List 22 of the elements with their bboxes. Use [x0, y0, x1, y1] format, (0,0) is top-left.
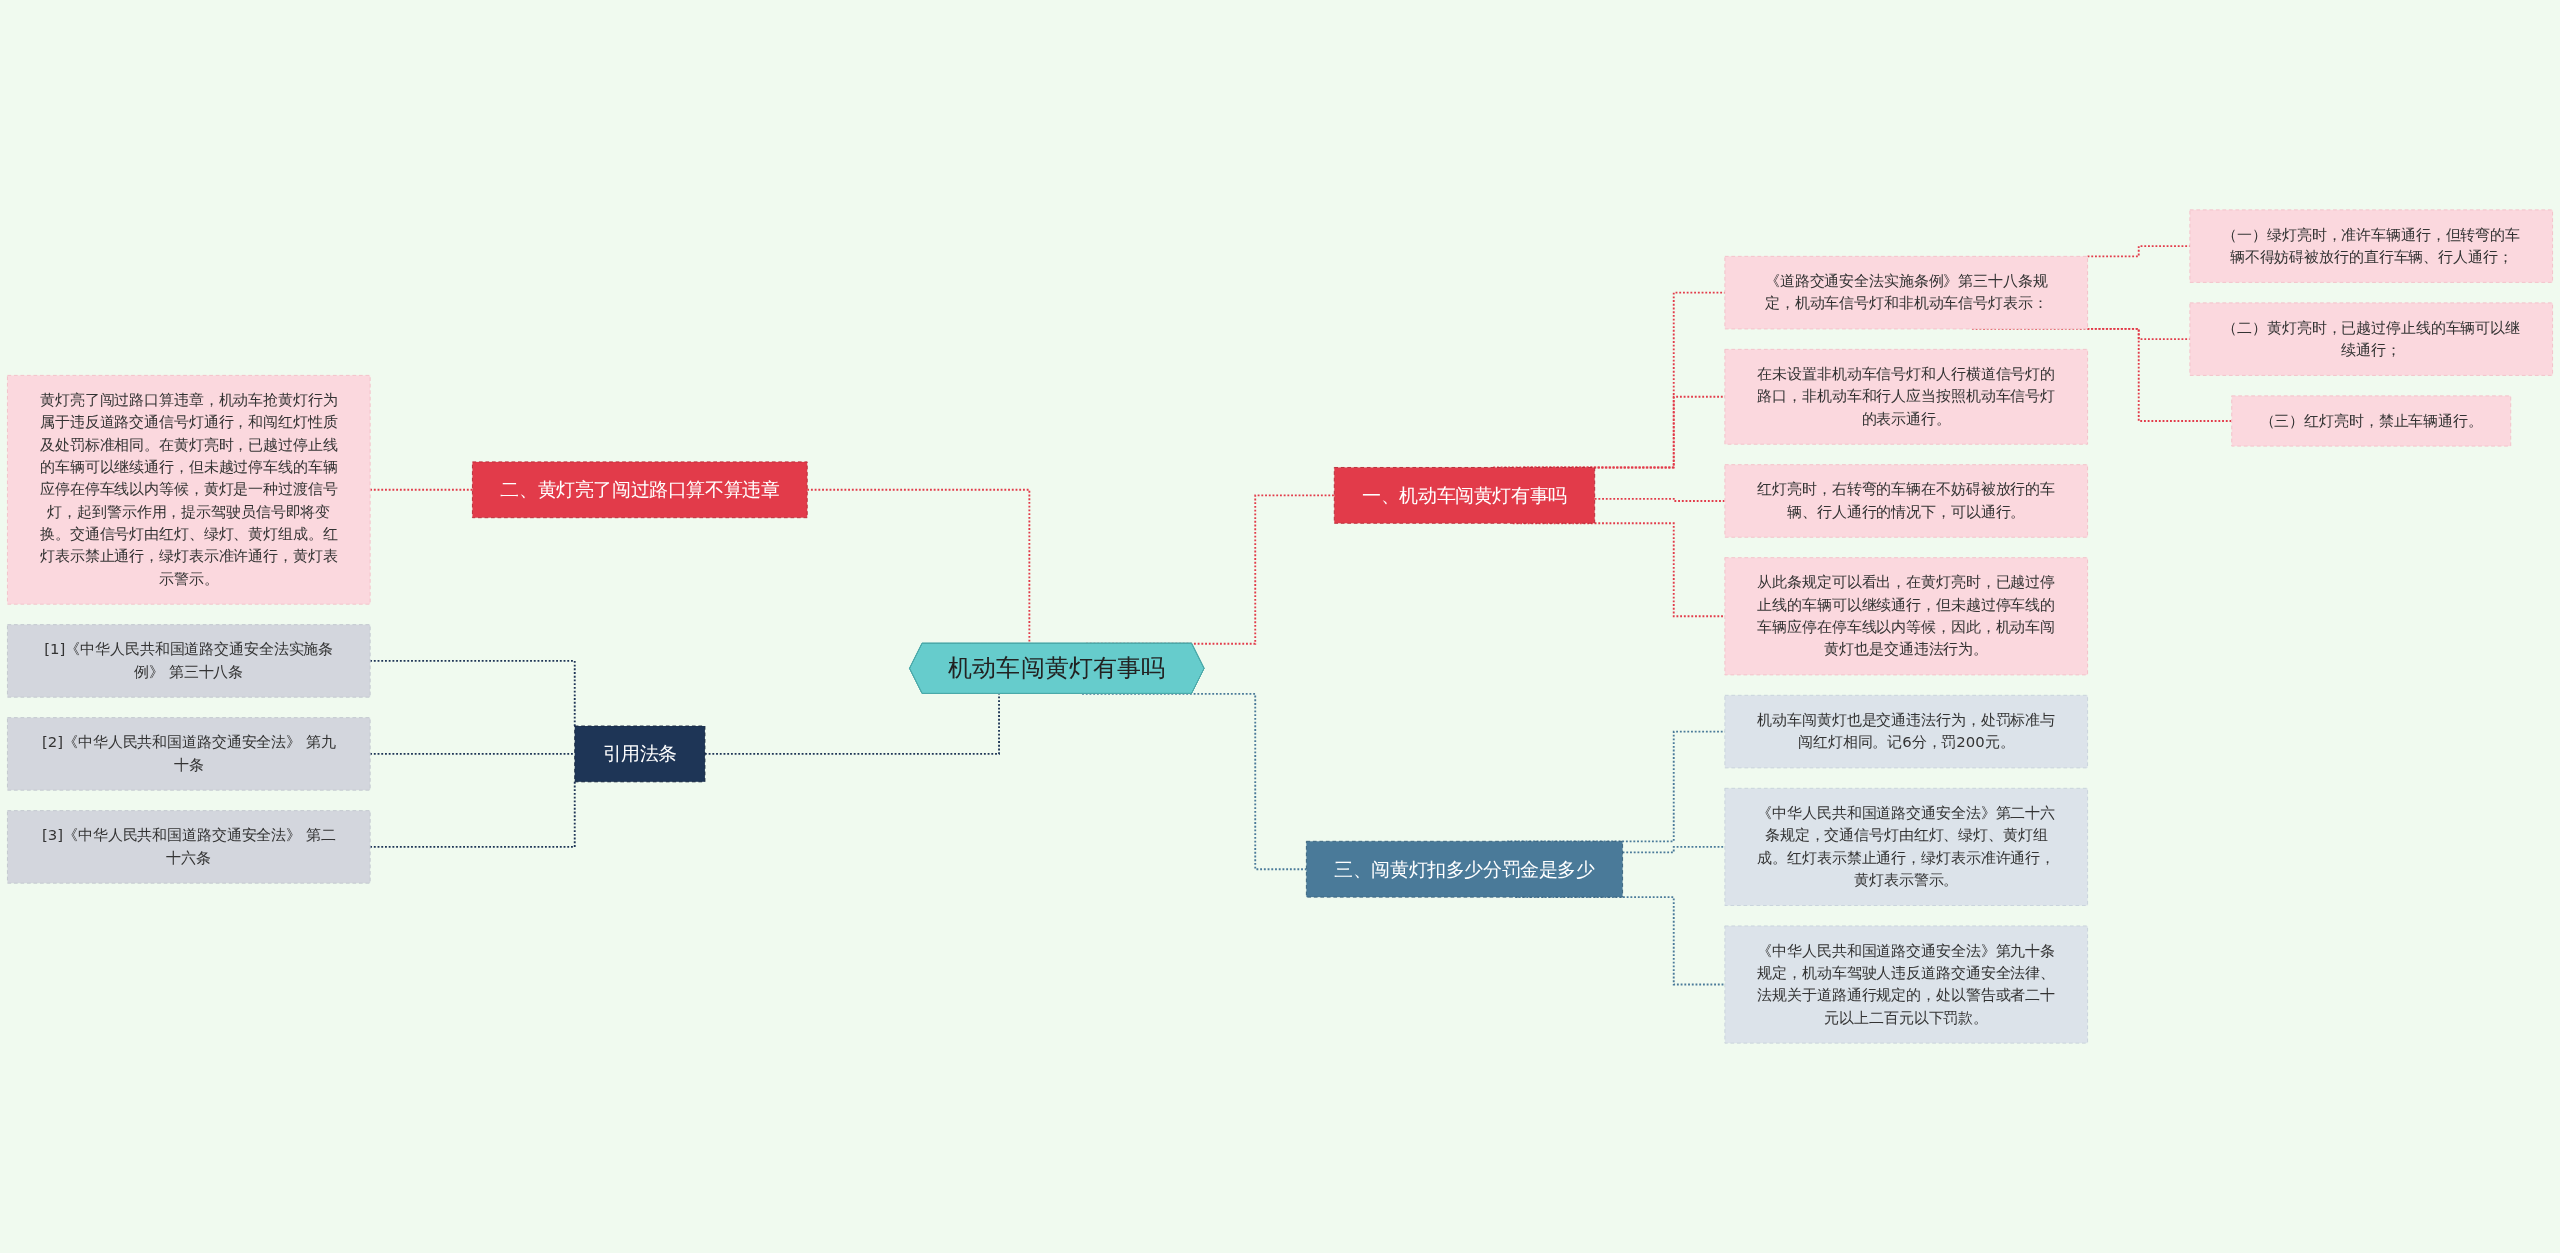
node-box: （一）绿灯亮时，准许车辆通行，但转弯的车辆不得妨碍被放行的直行车辆、行人通行；: [2189, 209, 2554, 283]
node-box: （三）红灯亮时，禁止车辆通行。: [2231, 395, 2512, 447]
connector: [1621, 846, 1726, 854]
node-box: 引用法条: [574, 725, 706, 783]
node-box: 三、闯黄灯扣多少分罚金是多少: [1305, 840, 1624, 898]
node-box: [2]《中华人民共和国道路交通安全法》 第九十条: [6, 717, 371, 791]
node-box: 机动车闯黄灯也是交通违法行为，处罚标准与闯红灯相同。记6分，罚200元。: [1724, 694, 2089, 769]
node-box: [1]《中华人民共和国道路交通安全法实施条例》 第三十八条: [6, 624, 371, 698]
connector: [1593, 497, 1726, 502]
node-box: 黄灯亮了闯过路口算违章，机动车抢黄灯行为属于违反道路交通信号灯通行，和闯红灯性质及处罚标准相同。在黄灯亮时，已越过停止线的车辆可以继续通行，但未越过停车线的车辆应停在停车线以内等候，黄灯是一种过渡信号灯，起到警示作用，提示驾驶员信号即将变换。交通信号灯由红灯、绿灯、黄灯组成。红灯表示禁止通行，绿灯表示准许通行，黄灯表示警示。: [6, 374, 371, 605]
connector: [704, 693, 1000, 755]
node-box: 《中华人民共和国道路交通安全法》第九十条规定，机动车驾驶人违反道路交通安全法律、法规关于道路通行规定的，处以警告或者二十元以上二百元以下罚款。: [1724, 925, 2089, 1044]
node-box: 《道路交通安全法实施条例》第三十八条规定，机动车信号灯和非机动车信号灯表示：: [1724, 255, 2089, 330]
node-box: 红灯亮时，右转弯的车辆在不妨碍被放行的车辆、行人通行的情况下，可以通行。: [1724, 464, 2089, 538]
node-box: （二）黄灯亮时，已越过停止线的车辆可以继续通行；: [2189, 302, 2554, 376]
node-box: 一、机动车闯黄灯有事吗: [1333, 467, 1596, 524]
node-box: 从此条规定可以看出，在黄灯亮时，已越过停止线的车辆可以继续通行，但未越过停车线的车辆应停在停车线以内等候，因此，机动车闯黄灯也是交通违法行为。: [1724, 557, 2089, 676]
node-box: 二、黄灯亮了闯过路口算不算违章: [471, 461, 808, 519]
connector: [806, 488, 1031, 645]
node-box: 在未设置非机动车信号灯和人行横道信号灯的路口，非机动车和行人应当按照机动车信号灯的表示通行。: [1724, 348, 2089, 445]
node-box: [3]《中华人民共和国道路交通安全法》 第二十六条: [6, 810, 371, 884]
node-box: 《中华人民共和国道路交通安全法》第二十六条规定，交通信号灯由红灯、绿灯、黄灯组成。红灯表示禁止通行，绿灯表示准许通行，黄灯表示警示。: [1724, 787, 2089, 906]
